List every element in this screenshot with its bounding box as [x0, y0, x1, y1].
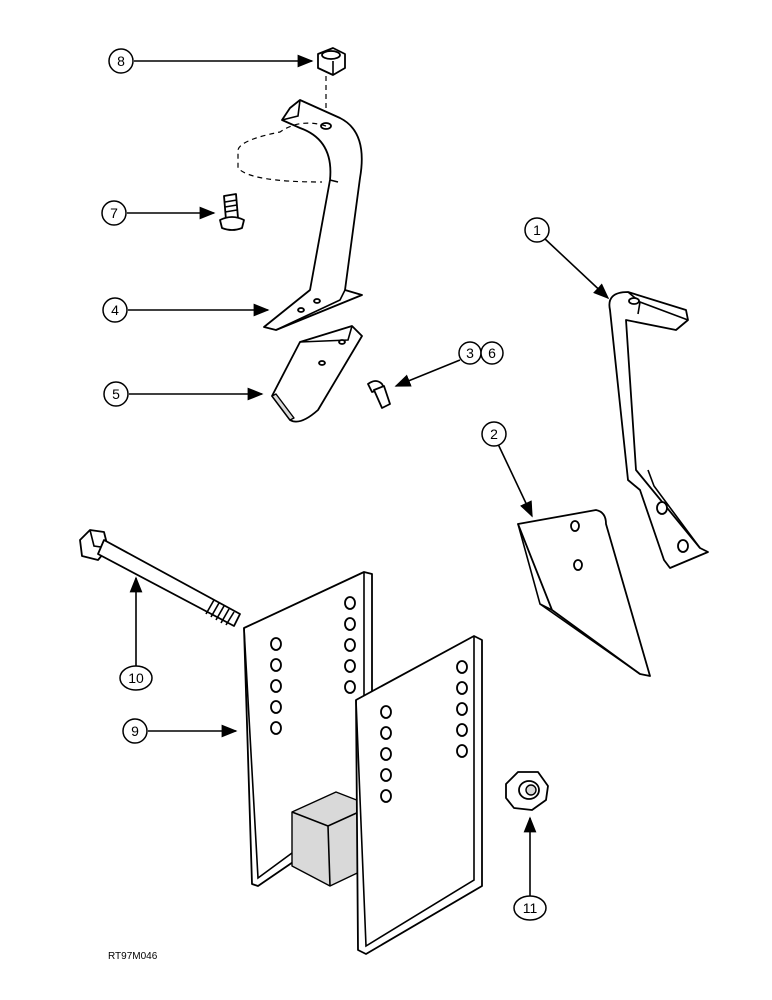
leader-1: [543, 237, 610, 300]
callout-10-label: 10: [128, 670, 144, 686]
part-3-6-bolt: [367, 380, 391, 409]
callout-10: 10: [119, 665, 153, 691]
part-10-bolt: [79, 529, 241, 627]
callout-11: 11: [513, 895, 547, 921]
callout-6-label: 6: [488, 345, 496, 361]
callout-6: 6: [480, 341, 504, 365]
callout-9-label: 9: [131, 723, 139, 739]
callout-1-label: 1: [533, 222, 541, 238]
bracket-back-holes: [270, 596, 356, 735]
leader-3-6: [394, 359, 461, 387]
callout-9: 9: [122, 718, 148, 744]
part-4-shank: [263, 99, 363, 331]
part-5-point: [271, 325, 363, 423]
callout-4-label: 4: [111, 302, 119, 318]
callout-1: 1: [524, 217, 550, 243]
part-9-bracket: [243, 571, 483, 955]
callout-8: 8: [108, 48, 134, 74]
callout-7: 7: [101, 200, 127, 226]
part-11-nut: [505, 771, 549, 811]
part-7-bolt: [219, 193, 245, 231]
callout-2: 2: [481, 421, 507, 447]
part-2-blade: [517, 509, 651, 677]
callout-5: 5: [103, 381, 129, 407]
callout-11-label: 11: [523, 900, 538, 916]
callout-7-label: 7: [110, 205, 118, 221]
callout-8-label: 8: [117, 53, 125, 69]
callout-4: 4: [102, 297, 128, 323]
callout-2-label: 2: [490, 426, 498, 442]
part-8-nut: [317, 47, 346, 76]
callout-3-label: 3: [466, 345, 474, 361]
callout-3: 3: [458, 341, 482, 365]
part-1-shank: [608, 291, 709, 569]
callout-5-label: 5: [112, 386, 120, 402]
leader-2: [497, 443, 533, 518]
figure-code: RT97M046: [108, 951, 158, 962]
bracket-front-holes: [380, 660, 468, 803]
